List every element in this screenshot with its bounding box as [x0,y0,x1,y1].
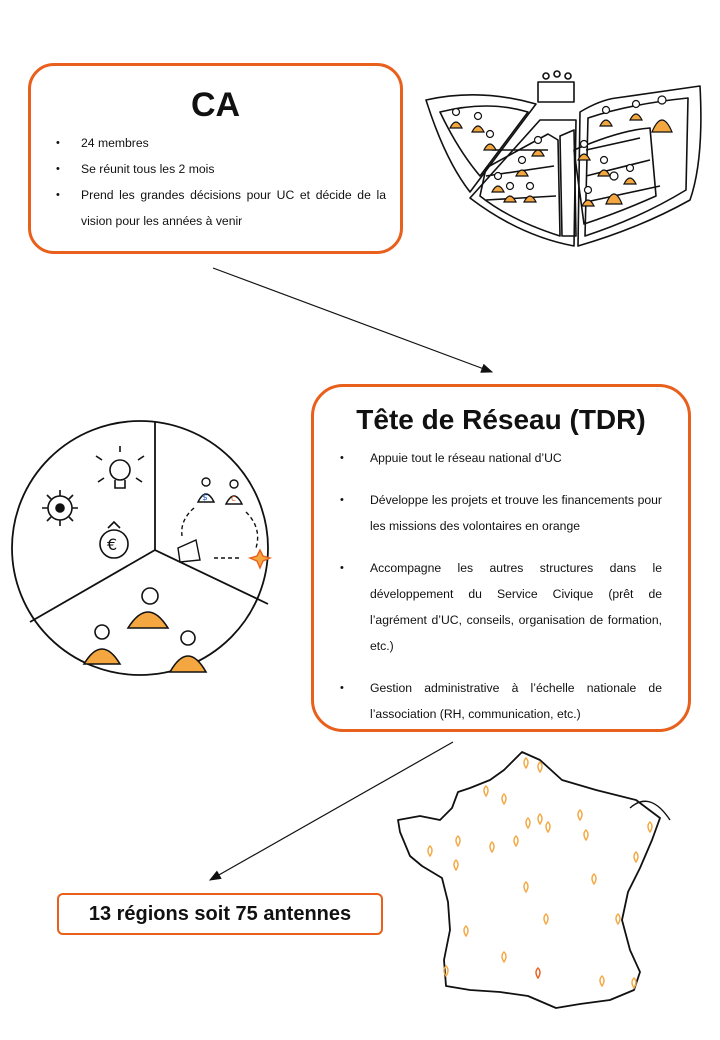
person-icon [449,107,463,129]
ca-bullet: Se réunit tous les 2 mois [56,156,386,182]
regions-card: 13 régions soit 75 antennes [57,893,383,935]
person-icon [82,624,122,665]
location-pin-icon [501,951,507,964]
cycle-arrow-icon [181,507,195,537]
location-pin-icon [455,835,461,848]
location-pin-icon [591,873,597,886]
arrow-tdr-to-regions [208,741,454,881]
location-pin-icon [443,965,449,978]
person-coin-icon: c [224,479,244,505]
money-bag-icon: € [99,520,129,559]
tdr-bullet: Appuie tout le réseau national d’UC [340,445,662,471]
location-pin-icon [427,845,433,858]
person-icon [168,630,208,673]
tdr-title: Tête de Réseau (TDR) [356,404,646,435]
arrow-ca-to-tdr [212,267,494,373]
location-pin-icon [577,809,583,822]
person-icon [471,111,485,133]
person-icon [581,185,595,207]
cycle-arrow-icon [245,511,259,549]
person-icon [531,135,545,157]
ca-bullet: 24 membres [56,130,386,156]
location-pin-icon [599,975,605,988]
star-icon [247,548,273,570]
location-pin-icon [453,859,459,872]
ca-bullet: Prend les grandes décisions pour UC et d… [56,182,386,234]
location-pin-icon [631,977,637,990]
person-icon [623,163,637,185]
svg-text:€: € [107,535,117,554]
person-icon [126,587,170,629]
location-pin-icon [583,829,589,842]
svg-text:$: $ [202,493,208,503]
location-pin-icon [523,757,529,770]
person-icon [515,155,529,177]
person-icon [577,139,591,161]
location-pin-icon [543,913,549,926]
person-icon [605,171,623,205]
location-pin-icon [513,835,519,848]
ca-bullet-list: 24 membres Se réunit tous les 2 mois Pre… [56,130,386,234]
person-icon [599,105,613,127]
location-pin-icon [537,813,543,826]
tdr-card: Tête de Réseau (TDR) Appuie tout le rése… [311,384,691,732]
location-pin-icon [647,821,653,834]
person-icon [629,99,643,121]
person-icon [483,129,497,151]
location-pin-icon [489,841,495,854]
location-pin-icon [615,913,621,926]
house-icon [177,539,201,563]
person-icon [503,181,517,203]
tdr-bullet: Développe les projets et trouve les fina… [340,487,662,539]
svg-text:c: c [231,494,236,504]
location-pin-icon [525,817,531,830]
ca-card: CA 24 membres Se réunit tous les 2 mois … [28,63,403,254]
tdr-bullet: Gestion administrative à l’échelle natio… [340,675,662,727]
person-icon [491,171,505,193]
person-icon [523,181,537,203]
location-pin-icon [483,785,489,798]
location-pin-icon [535,967,541,980]
location-pin-icon [463,925,469,938]
gear-icon [42,490,78,526]
person-icon [651,95,673,133]
tdr-bullet: Accompagne les autres structures dans le… [340,555,662,659]
location-pin-icon [633,851,639,864]
location-pin-icon [545,821,551,834]
regions-label: 13 régions soit 75 antennes [88,903,352,925]
tdr-bullet-list: Appuie tout le réseau national d’UC Déve… [340,445,662,727]
location-pin-icon [537,761,543,774]
location-pin-icon [523,881,529,894]
ca-title: CA [190,86,241,124]
lightbulb-icon [95,446,145,489]
person-dollar-icon: $ [196,477,216,503]
location-pin-icon [501,793,507,806]
